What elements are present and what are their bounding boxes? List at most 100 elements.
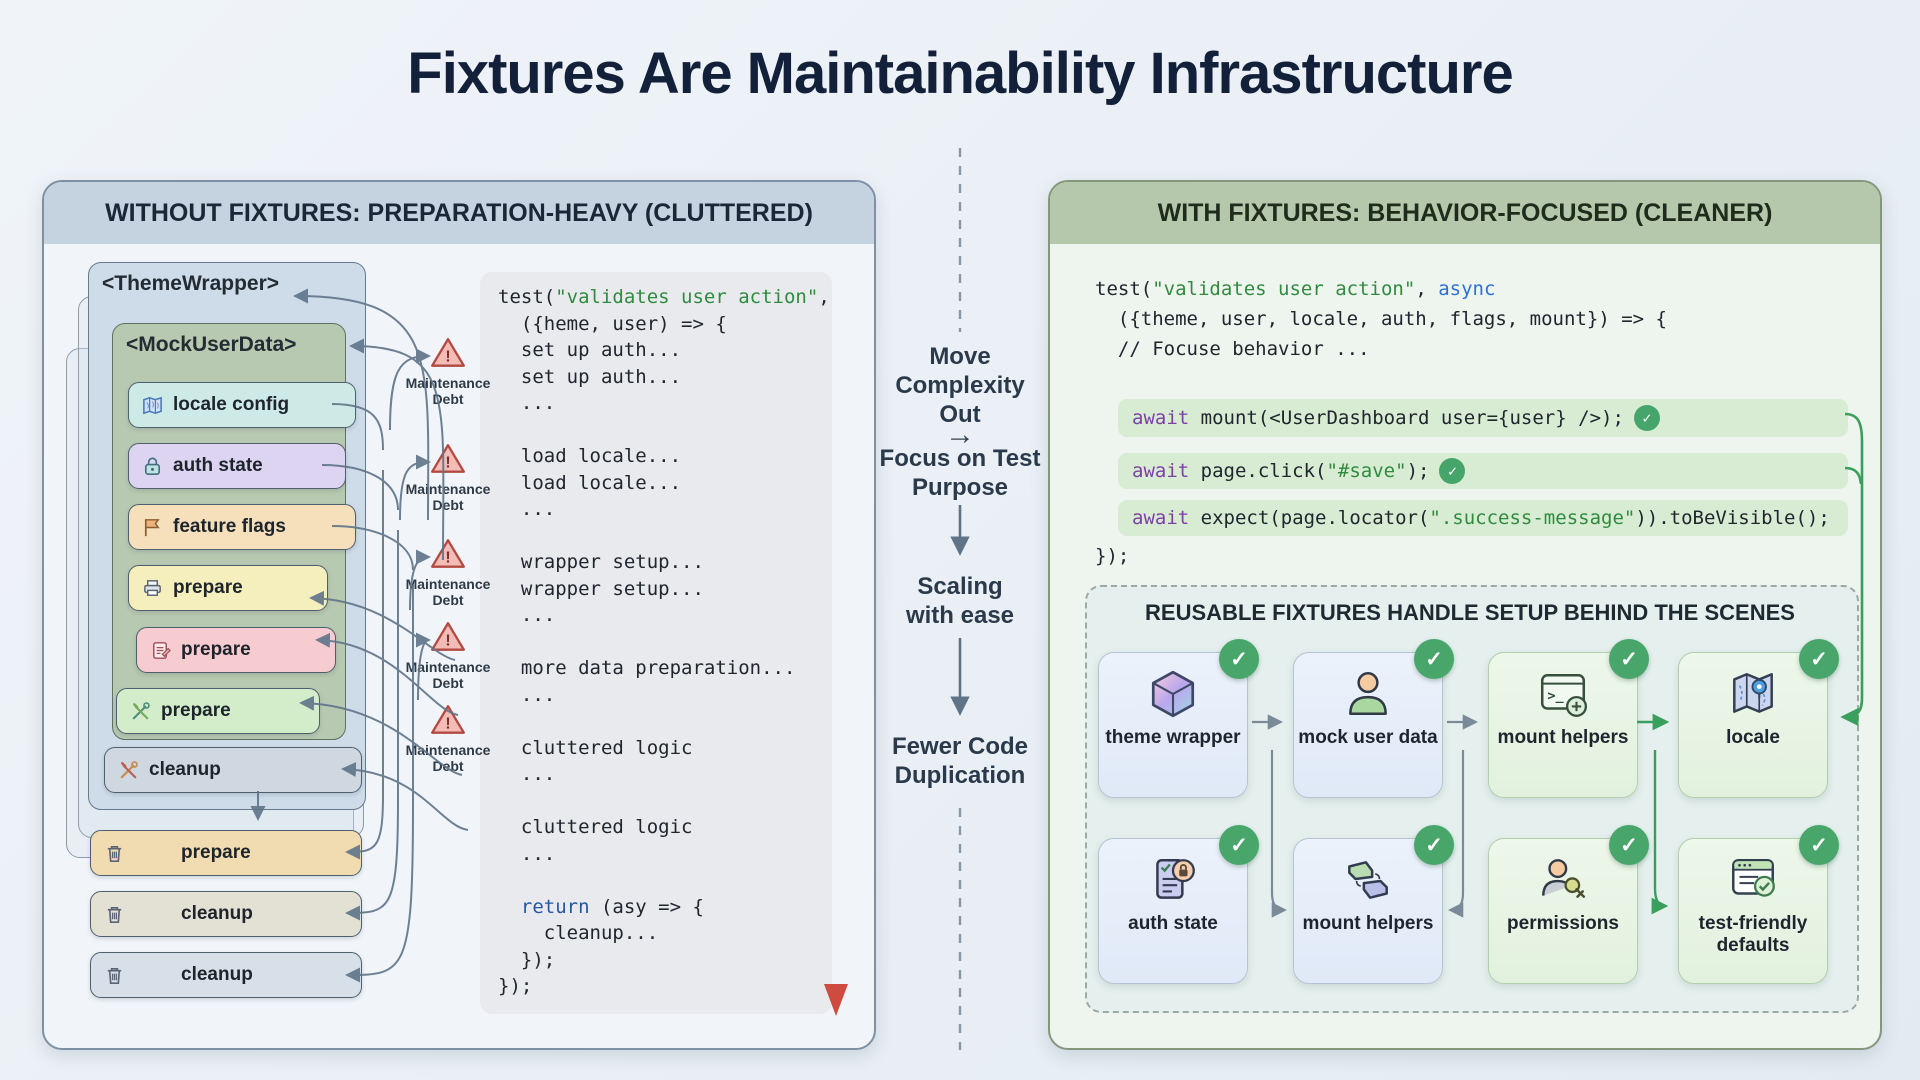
svg-text:>_: >_ (1547, 688, 1564, 704)
fixture-card-locale: ✓ locale (1678, 639, 1839, 798)
clean-test-code-line1: test("validates user action", async (1095, 278, 1496, 300)
user-key-icon (1542, 859, 1586, 898)
mock-user-data-label: <MockUserData> (126, 333, 297, 356)
chip-label: cleanup (181, 903, 253, 924)
maintenance-debt-warning: ! Maintenance Debt (398, 442, 498, 513)
maintenance-debt-warning: ! Maintenance Debt (398, 620, 498, 691)
code-line: return (asy => { (520, 895, 704, 918)
code-line: wrapper setup... (498, 551, 704, 573)
right-arrow: → (945, 418, 975, 451)
cluttered-test-code: test("validates user action", ({heme, us… (480, 272, 832, 1014)
middle-step-3: Scaling with ease (905, 573, 1015, 629)
code-line (498, 867, 832, 894)
left-panel-header: WITHOUT FIXTURES: PREPARATION-HEAVY (CLU… (44, 182, 874, 244)
printer-icon (144, 579, 161, 596)
tools-icon (132, 701, 150, 719)
code-line: cluttered logic (498, 816, 693, 838)
chip-label: prepare (173, 577, 243, 598)
check-icon: ✓ (1219, 639, 1259, 679)
document-lock-icon (1156, 859, 1195, 899)
cube-icon (1151, 670, 1195, 718)
fixture-card-test-friendly-defaults: ✓ test-friendly defaults (1678, 825, 1839, 984)
maintenance-debt-warning: ! Maintenance Debt (398, 336, 498, 407)
fixture-card-theme-wrapper: ✓ theme wrapper (1098, 639, 1259, 798)
code-line: set up auth... (498, 339, 682, 361)
maintenance-debt-warning: ! Maintenance Debt (398, 537, 498, 608)
theme-wrapper-label: <ThemeWrapper> (102, 272, 280, 295)
chip-cleanup-1: cleanup (104, 747, 362, 793)
svg-text:!: ! (445, 549, 450, 566)
chip-prepare-3: prepare (116, 688, 320, 734)
code-line (498, 788, 832, 815)
maintenance-debt-warning: ! Maintenance Debt (398, 703, 498, 774)
fixture-card-auth-state: ✓ auth state (1098, 825, 1259, 984)
fixture-card-mock-user-data: ✓ mock user data (1293, 639, 1454, 798)
svg-text:!: ! (445, 632, 450, 649)
chip-label: auth state (173, 455, 263, 476)
terminal-plus-icon: >_ (1540, 674, 1587, 717)
middle-step-2: Focus on Test Purpose (879, 445, 1041, 501)
chip-label: cleanup (149, 759, 221, 780)
check-icon: ✓ (1414, 639, 1454, 679)
code-line: test("validates user action", (498, 286, 830, 308)
swap-icon (1348, 861, 1388, 899)
code-line: ({heme, user) => { (498, 312, 727, 335)
chip-locale-config: locale config (128, 382, 356, 428)
chip-label: cleanup (181, 964, 253, 985)
svg-text:!: ! (445, 348, 450, 365)
chip-prepare-2: prepare (136, 627, 336, 673)
code-line: }); (498, 948, 556, 971)
chip-prepare-4: prepare (90, 830, 362, 876)
code-line: ... (498, 604, 556, 626)
page-title: Fixtures Are Maintainability Infrastruct… (407, 41, 1513, 106)
chip-cleanup-3: cleanup (90, 952, 362, 998)
chip-label: prepare (181, 842, 251, 863)
fixture-card-permissions: ✓ permissions (1488, 825, 1649, 984)
code-line: cleanup... (498, 922, 659, 944)
code-line: wrapper setup... (498, 577, 704, 600)
chip-label: prepare (161, 700, 231, 721)
middle-step-4: Fewer Code Duplication (891, 733, 1029, 789)
svg-text:!: ! (445, 454, 450, 471)
code-line: ... (498, 763, 556, 785)
check-icon: ✓ (1799, 825, 1839, 865)
clean-test-code-close: }); (1095, 545, 1130, 567)
map-pin-icon (1733, 673, 1773, 713)
code-line: load locale... (498, 471, 682, 494)
user-icon (1349, 671, 1387, 715)
chip-feature-flags: feature flags (128, 504, 356, 550)
check-icon: ✓ (1609, 639, 1649, 679)
chip-label: prepare (181, 639, 251, 660)
chip-cleanup-2: cleanup (90, 891, 362, 937)
warning-icon: ! (431, 705, 465, 734)
warning-icon: ! (431, 539, 465, 568)
code-line: ... (498, 842, 556, 865)
check-icon: ✓ (1219, 825, 1259, 865)
code-line (498, 523, 832, 550)
warning-icon: ! (431, 622, 465, 651)
warning-icon: ! (431, 444, 465, 473)
code-line: ... (498, 498, 556, 520)
chip-auth-state: auth state (128, 443, 346, 489)
trash-icon (107, 906, 122, 923)
warning-icon: ! (431, 338, 465, 367)
fixtures-title: REUSABLE FIXTURES HANDLE SETUP BEHIND TH… (1145, 600, 1795, 625)
code-line: more data preparation... (498, 657, 796, 679)
code-line: load locale... (498, 445, 682, 467)
code-line: cluttered logic (498, 736, 693, 759)
trash-icon (107, 967, 122, 984)
code-line: set up auth... (498, 365, 682, 388)
chip-label: locale config (173, 394, 290, 415)
flag-icon (144, 518, 160, 536)
fixture-card-mount-helpers: ✓ >_ mount helpers (1488, 639, 1649, 798)
highlighted-code-row-expect: await expect(page.locator(".success-mess… (1118, 500, 1848, 536)
memo-icon (153, 641, 171, 659)
map-icon (143, 396, 162, 414)
check-icon: ✓ (1439, 458, 1466, 484)
check-icon: ✓ (1799, 639, 1839, 679)
browser-check-icon (1732, 859, 1775, 897)
clean-test-code-line2: ({theme, user, locale, auth, flags, moun… (1095, 308, 1667, 330)
right-panel-header: WITH FIXTURES: BEHAVIOR-FOCUSED (CLEANER… (1050, 182, 1880, 244)
code-line (498, 629, 832, 656)
